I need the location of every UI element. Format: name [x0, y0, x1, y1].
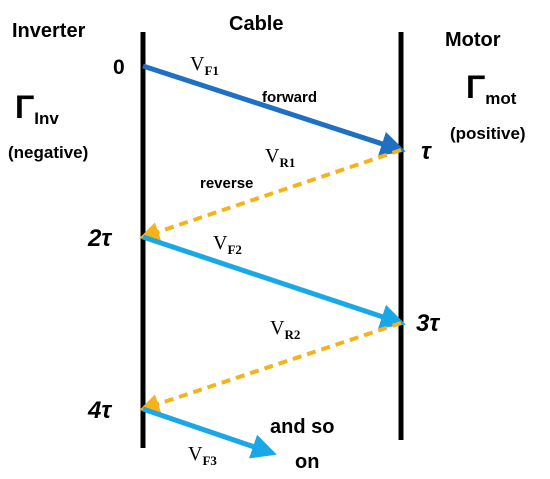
gamma-mot-subscript: mot	[485, 89, 517, 108]
label-vf3: VF3	[188, 443, 217, 468]
vr1-main: V	[265, 145, 280, 167]
vf3-arrow	[142, 406, 277, 459]
vf2-sub: F2	[227, 242, 241, 257]
gamma-inv-subscript: Inv	[34, 109, 59, 128]
annotation-reverse: reverse	[200, 175, 253, 192]
vr1-arrow	[139, 148, 402, 242]
label-vr1: VR1	[265, 145, 295, 170]
inverter-sign: (negative)	[8, 143, 88, 162]
vr1-sub: R1	[279, 155, 295, 170]
vf3-sub: F3	[202, 453, 217, 468]
header-motor: Motor	[445, 29, 501, 51]
gamma-mot-symbol: Γ	[466, 69, 485, 105]
vf2-arrow	[142, 234, 406, 329]
gamma-mot-label: Γmot	[466, 69, 517, 108]
label-vf2: VF2	[213, 232, 242, 257]
vr2-sub: R2	[284, 327, 300, 342]
gamma-inv-label: ΓInv	[15, 89, 59, 128]
time-3tau: 3τ	[416, 310, 440, 337]
header-cable: Cable	[229, 13, 283, 35]
vr2-main: V	[270, 317, 285, 339]
gamma-inv-symbol: Γ	[15, 89, 34, 125]
vf1-arrow	[142, 63, 406, 156]
header-inverter: Inverter	[12, 20, 86, 42]
label-vr2: VR2	[270, 317, 300, 342]
annotation-on: on	[295, 451, 319, 473]
time-2tau: 2τ	[87, 225, 112, 252]
annotation-and-so: and so	[270, 416, 334, 438]
vf3-main: V	[188, 443, 203, 465]
vf1-main: V	[190, 53, 205, 75]
annotation-forward: forward	[262, 89, 317, 106]
label-vf1: VF1	[190, 53, 219, 78]
time-4tau: 4τ	[87, 397, 112, 424]
time-0: 0	[113, 56, 125, 79]
vr2-arrow	[139, 321, 402, 414]
time-tau: τ	[421, 138, 432, 165]
vf2-main: V	[213, 232, 228, 254]
motor-sign: (positive)	[450, 124, 526, 143]
vf1-sub: F1	[204, 63, 218, 78]
